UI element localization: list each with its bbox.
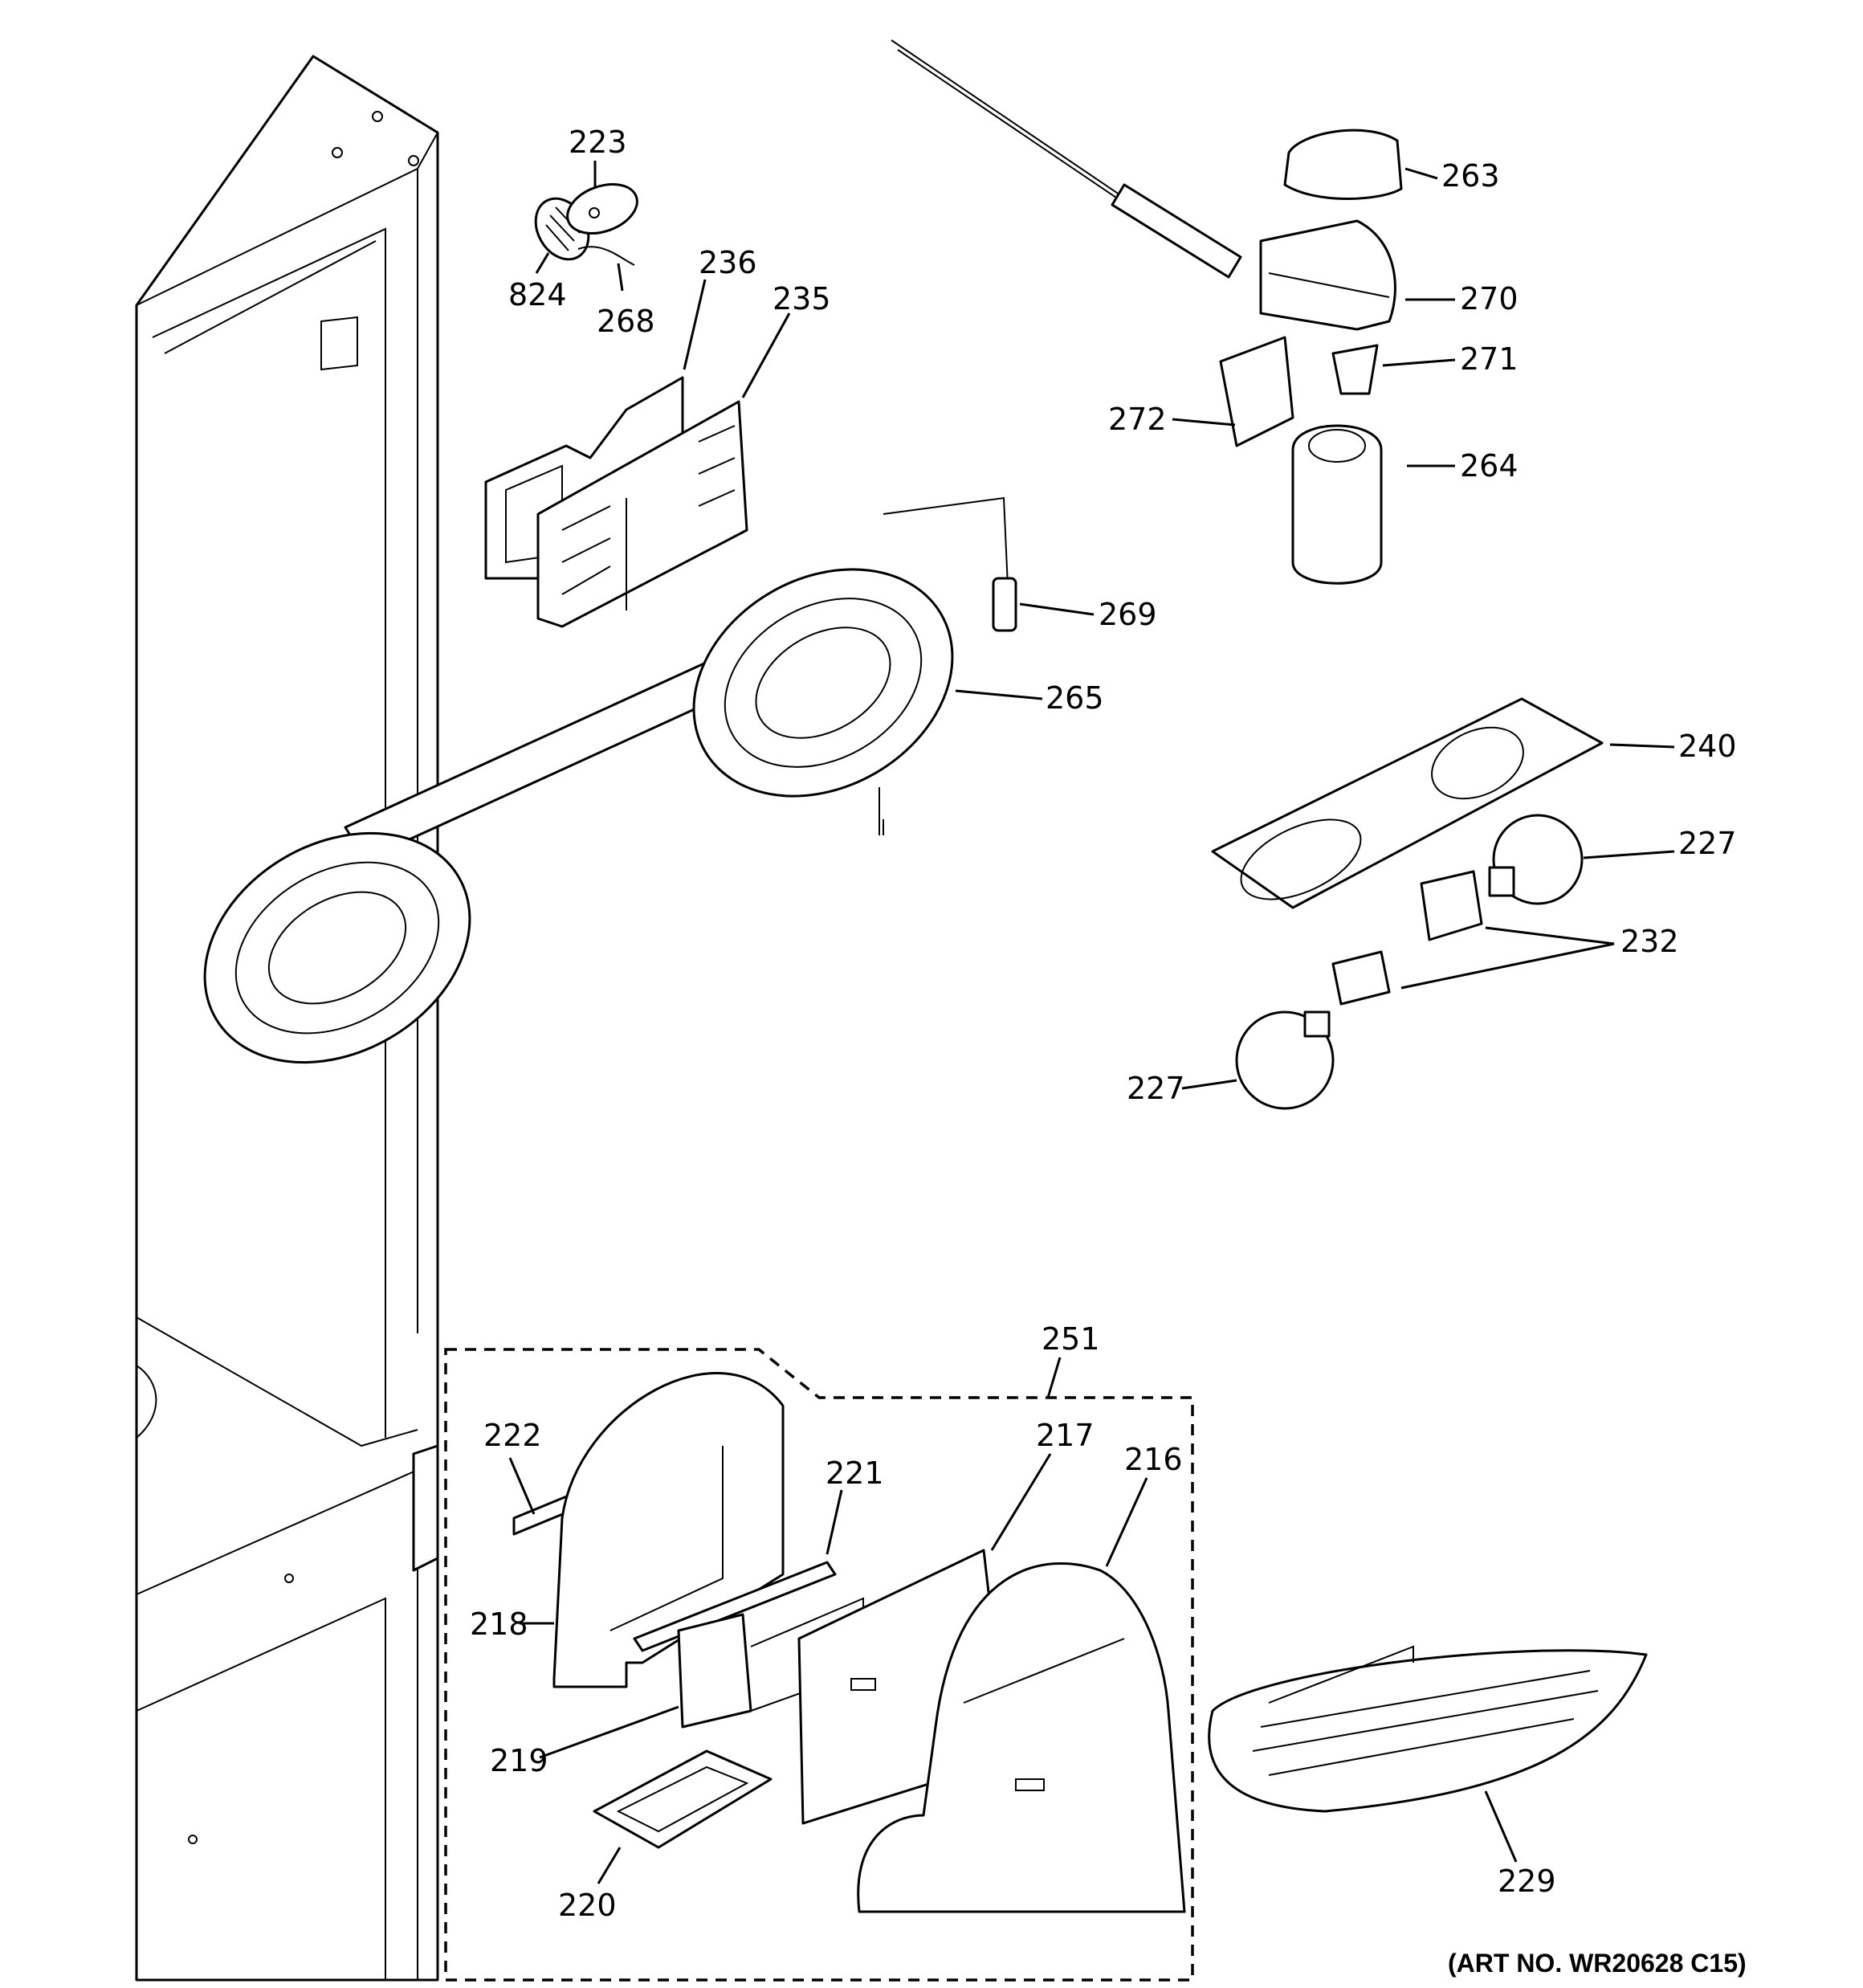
label-217: 217 (1036, 1418, 1095, 1453)
label-263: 263 (1441, 158, 1500, 194)
label-264: 264 (1460, 448, 1519, 484)
label-229: 229 (1498, 1863, 1556, 1899)
label-221: 221 (826, 1455, 884, 1491)
part-272-clip (1219, 336, 1294, 447)
label-218: 218 (470, 1606, 528, 1642)
label-265: 265 (1046, 680, 1104, 716)
label-227-upper: 227 (1678, 826, 1737, 861)
part-268-wire (577, 246, 635, 266)
part-269-fitting (992, 577, 1017, 632)
label-236: 236 (699, 245, 757, 280)
part-271-nozzle (1331, 344, 1379, 395)
part-232-socket-lower (1331, 950, 1391, 1006)
part-251-assembly-outline (444, 1348, 1194, 1982)
part-235-cover (536, 400, 748, 628)
part-216-cover (857, 1561, 1186, 1913)
label-270: 270 (1460, 281, 1519, 316)
part-229-shelf (1208, 1645, 1648, 1813)
label-272: 272 (1108, 402, 1167, 437)
art-number: (ART NO. WR20628 C15) (1448, 1949, 1747, 1978)
label-232: 232 (1620, 924, 1679, 959)
water-line-tube (891, 39, 1242, 279)
label-220: 220 (558, 1888, 617, 1923)
label-216: 216 (1124, 1442, 1183, 1477)
part-220-gasket (593, 1749, 773, 1849)
label-222: 222 (483, 1418, 542, 1453)
label-235: 235 (773, 281, 831, 316)
part-227-bulb-lower (1235, 1010, 1335, 1110)
label-219: 219 (490, 1743, 548, 1778)
label-268: 268 (597, 304, 655, 339)
part-227-bulb-upper (1488, 814, 1584, 905)
part-263-cap (1283, 129, 1403, 200)
label-223: 223 (569, 125, 627, 160)
label-240: 240 (1678, 729, 1737, 764)
label-269: 269 (1099, 597, 1157, 632)
label-271: 271 (1460, 341, 1519, 377)
part-265-reservoir-coil (203, 496, 1009, 1064)
label-251: 251 (1042, 1321, 1100, 1357)
leader-lines (508, 161, 1675, 1884)
part-labels: 223 824 268 236 235 263 270 271 272 264 … (470, 125, 1747, 1978)
part-270-valve-housing (1259, 219, 1396, 331)
label-227-lower: 227 (1127, 1071, 1185, 1106)
part-264-filter (1291, 424, 1383, 585)
part-240-light-cover (1211, 697, 1604, 909)
part-223-plate (566, 183, 638, 235)
label-824: 824 (508, 277, 567, 312)
part-232-socket-upper (1420, 870, 1483, 941)
